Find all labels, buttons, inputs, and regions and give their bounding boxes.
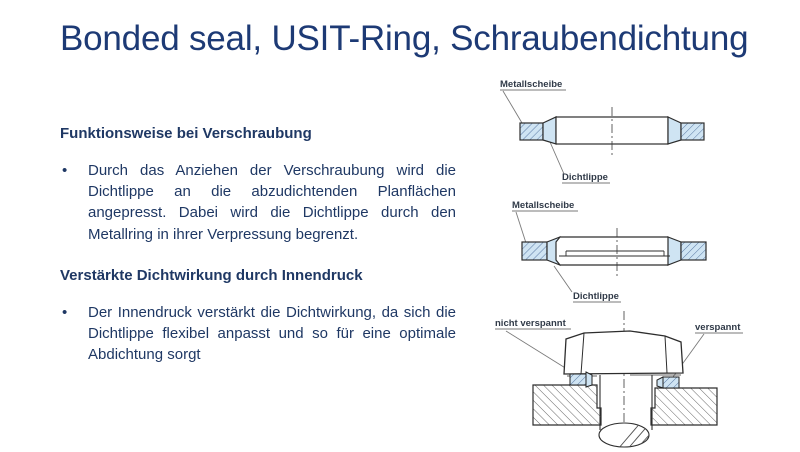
- clamping-plates: [532, 384, 718, 426]
- sealing-lip-right: [667, 116, 682, 145]
- bolt-tip-section: [598, 422, 650, 448]
- page-title: Bonded seal, USIT-Ring, Schraubendichtun…: [60, 19, 749, 58]
- bullet-item: • Der Innendruck verstärkt die Dichtwirk…: [62, 302, 456, 366]
- section-heading-function: Funktionsweise bei Verschraubung: [60, 125, 312, 142]
- metal-washer-left: [519, 122, 544, 141]
- leader-lines: [512, 210, 621, 303]
- metal-washer-left: [521, 241, 548, 261]
- bullet-text: Durch das Anziehen der Verschraubung wir…: [88, 162, 456, 243]
- label-verspannt: verspannt: [695, 322, 741, 333]
- clamping-plate-left: [532, 384, 602, 426]
- seal-clamped: [656, 376, 680, 389]
- label-metallscheibe: Metallscheibe: [500, 79, 562, 90]
- label-dichtlippe: Dichtlippe: [562, 172, 608, 183]
- bullet-text: Der Innendruck verstärkt die Dichtwirkun…: [88, 304, 456, 364]
- sealing-lip-left: [542, 116, 557, 145]
- bolt-assembly-diagram: nicht verspannt verspannt: [495, 311, 743, 448]
- label-dichtlippe: Dichtlippe: [573, 291, 619, 302]
- seal-not-clamped: [569, 371, 593, 388]
- hex-bolt-head: [563, 330, 684, 377]
- bolt-shank: [599, 375, 653, 430]
- seal-diagram-compressed: Metallscheibe Dichtlippe: [512, 200, 707, 303]
- inner-metal-ring-lines: [559, 250, 670, 257]
- bullet-marker: •: [62, 304, 68, 321]
- label-nicht-verspannt: nicht verspannt: [495, 318, 567, 329]
- bullet-item: • Durch das Anziehen der Verschraubung w…: [62, 160, 456, 245]
- sealing-lip-right: [667, 236, 682, 266]
- clamping-plate-right: [650, 387, 718, 426]
- leader-lines: [500, 89, 610, 184]
- metal-washer-right: [680, 241, 707, 261]
- label-metallscheibe: Metallscheibe: [512, 200, 574, 211]
- metal-washer-right: [680, 122, 705, 141]
- bullet-marker: •: [62, 162, 68, 179]
- section-heading-innendruck: Verstärkte Dichtwirkung durch Innendruck: [60, 267, 363, 284]
- seal-diagram-released: Metallscheibe Dichtlippe: [500, 79, 705, 184]
